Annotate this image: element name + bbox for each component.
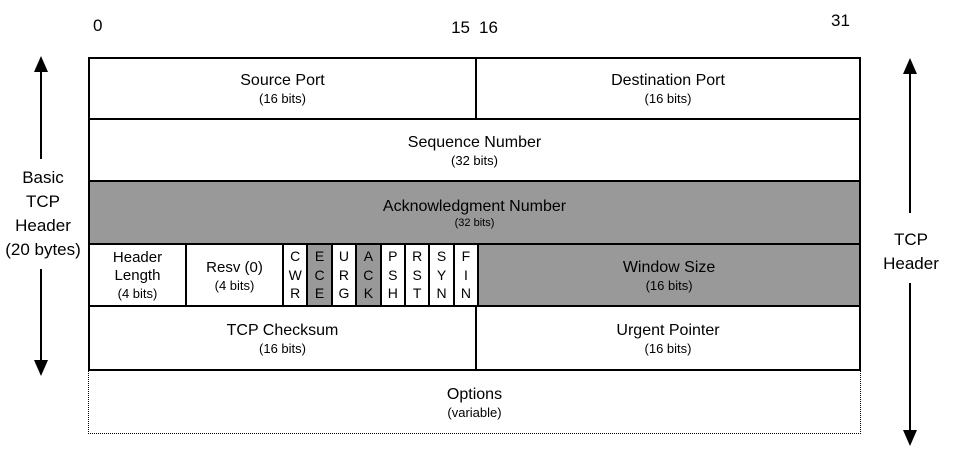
flag-letters: C W R bbox=[288, 248, 302, 302]
flag-fin: F I N bbox=[452, 245, 477, 305]
basic-header-span-arrow-icon bbox=[34, 56, 48, 376]
flag-letters: E C E bbox=[314, 248, 325, 302]
field-acknowledgment-number: Acknowledgment Number (32 bits) bbox=[90, 182, 859, 243]
row-flags: Header Length (4 bits) Resv (0) (4 bits)… bbox=[88, 243, 861, 307]
field-name: Window Size bbox=[622, 258, 716, 276]
field-size: (16 bits) bbox=[644, 91, 692, 106]
flag-rst: R S T bbox=[403, 245, 428, 305]
flag-letters: P S H bbox=[387, 248, 398, 302]
field-name: TCP Checksum bbox=[226, 321, 339, 339]
bit-label-0: 0 bbox=[93, 16, 103, 35]
field-name: Header Length bbox=[112, 249, 163, 284]
field-window-size: Window Size (16 bits) bbox=[477, 245, 859, 305]
field-size: (variable) bbox=[447, 404, 502, 420]
field-size: (32 bits) bbox=[451, 152, 498, 168]
tcp-header-span-arrow-icon bbox=[903, 58, 917, 446]
row-sequence-number: Sequence Number (32 bits) bbox=[88, 118, 861, 182]
field-name: Sequence Number bbox=[407, 133, 542, 151]
field-options: Options (variable) bbox=[89, 371, 860, 433]
field-size: (16 bits) bbox=[259, 340, 306, 356]
flag-urg: U R G bbox=[330, 245, 355, 305]
flag-ack: A C K bbox=[355, 245, 380, 305]
field-name: Options bbox=[446, 385, 503, 403]
bit-label-15: 15 bbox=[451, 18, 470, 37]
flag-ece: E C E bbox=[306, 245, 331, 305]
field-size: (32 bits) bbox=[454, 216, 495, 229]
basic-tcp-header-label: Basic TCP Header (20 bytes) bbox=[5, 168, 81, 259]
flag-letters: R S T bbox=[412, 248, 423, 302]
flag-cwr: C W R bbox=[282, 245, 306, 305]
field-size: (16 bits) bbox=[644, 340, 692, 356]
field-reserved: Resv (0) (4 bits) bbox=[185, 245, 282, 305]
tcp-header-label: TCP Header bbox=[883, 230, 939, 273]
field-tcp-checksum: TCP Checksum (16 bits) bbox=[90, 307, 475, 369]
flag-syn: S Y N bbox=[428, 245, 452, 305]
header-field-table: Source Port (16 bits) Destination Port (… bbox=[88, 57, 861, 434]
row-acknowledgment-number: Acknowledgment Number (32 bits) bbox=[88, 180, 861, 245]
flag-letters: F I N bbox=[460, 248, 471, 302]
field-urgent-pointer: Urgent Pointer (16 bits) bbox=[475, 307, 859, 369]
field-sequence-number: Sequence Number (32 bits) bbox=[90, 120, 859, 180]
row-ports: Source Port (16 bits) Destination Port (… bbox=[88, 57, 861, 120]
row-checksum-urgent: TCP Checksum (16 bits) Urgent Pointer (1… bbox=[88, 305, 861, 371]
flag-letters: U R G bbox=[338, 248, 350, 302]
field-size: (4 bits) bbox=[117, 286, 158, 301]
field-name: Source Port bbox=[240, 72, 325, 89]
field-name: Urgent Pointer bbox=[616, 321, 720, 339]
field-name: Acknowledgment Number bbox=[382, 197, 567, 215]
flag-letters: S Y N bbox=[436, 248, 447, 302]
field-size: (16 bits) bbox=[645, 277, 693, 293]
flag-psh: P S H bbox=[379, 245, 404, 305]
bit-label-16: 16 bbox=[479, 18, 498, 37]
field-name: Destination Port bbox=[611, 72, 725, 89]
flag-letters: A C K bbox=[363, 248, 374, 302]
bit-label-31: 31 bbox=[831, 11, 850, 30]
field-header-length: Header Length (4 bits) bbox=[90, 245, 185, 305]
row-options: Options (variable) bbox=[88, 371, 861, 434]
field-destination-port: Destination Port (16 bits) bbox=[475, 59, 859, 118]
field-source-port: Source Port (16 bits) bbox=[90, 59, 475, 118]
field-size: (16 bits) bbox=[259, 91, 306, 106]
field-size: (4 bits) bbox=[214, 277, 255, 293]
field-name: Resv (0) bbox=[206, 258, 263, 276]
